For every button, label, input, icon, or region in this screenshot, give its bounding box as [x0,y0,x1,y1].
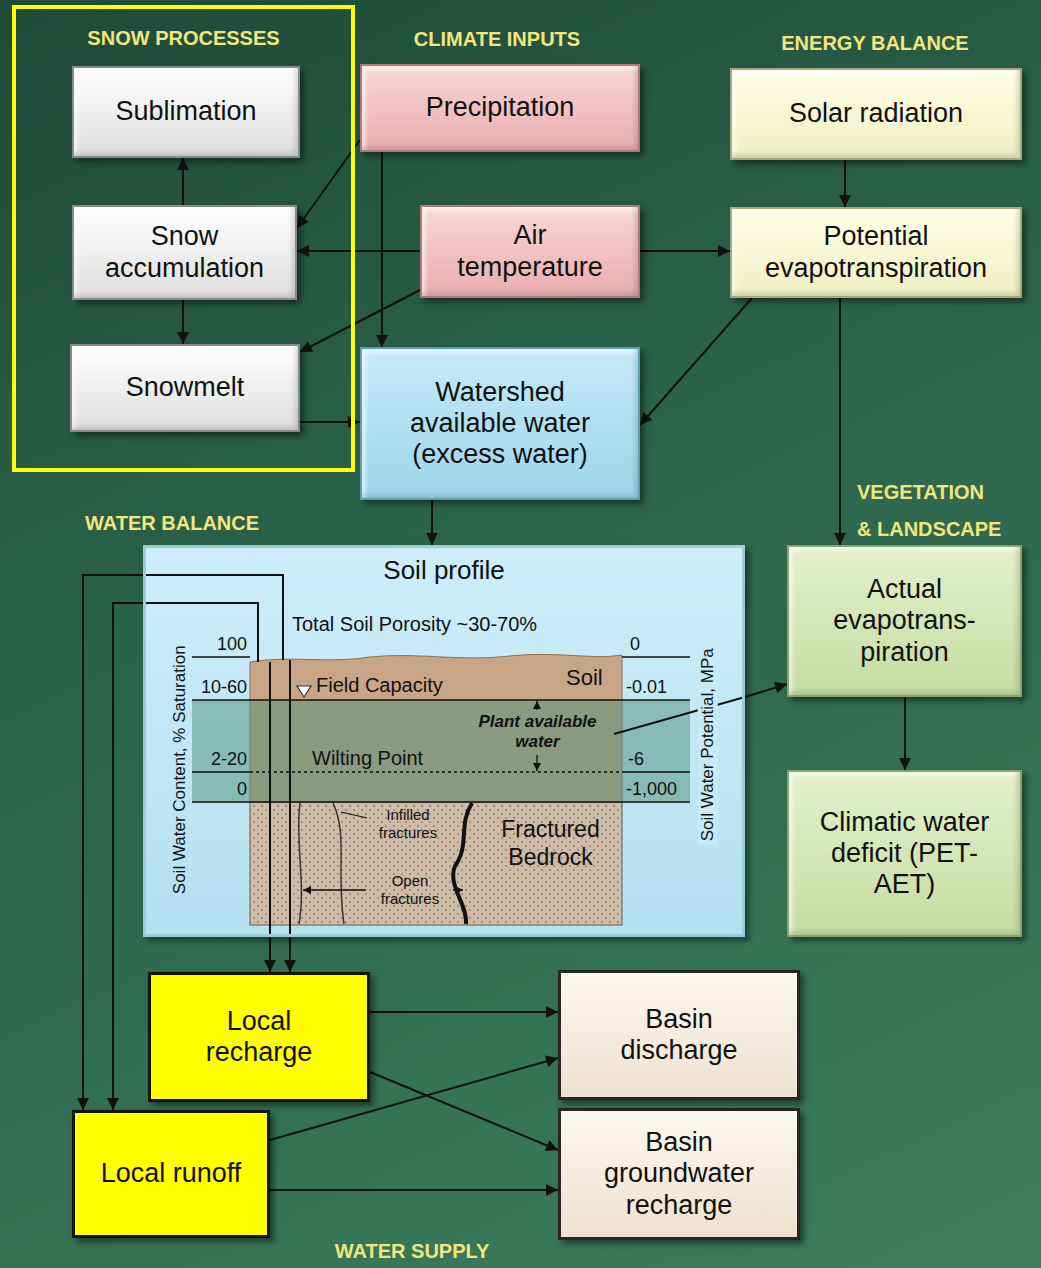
axis-value: 2-20 [190,749,247,770]
leader-line [341,812,367,818]
box-label: Local recharge [179,1006,339,1068]
connector-arrow [839,298,841,545]
box-label: Air temperature [445,220,615,282]
axis-ticks [192,657,690,802]
water-table-symbol [297,686,311,697]
energy-box: Potential evapotranspiration [730,207,1022,298]
connector-arrow [640,250,730,252]
supply-box: Local recharge [148,972,370,1102]
annotation: Fractured Bedrock [488,815,613,871]
annotation: Infilled fractures [368,806,448,842]
annotation: Total Soil Porosity ~30-70% [292,613,612,636]
energy-box: Solar radiation [730,68,1022,160]
axis-title: Soil Water Content, % Saturation [169,645,189,894]
supply-box: Local runoff [72,1110,270,1238]
annotation: Field Capacity [316,674,516,697]
connector-arrow [269,937,271,972]
connector-arrow [381,152,383,347]
box-label: Snowmelt [126,372,245,403]
soil-profile-panel: Soil profile [143,545,745,937]
process-box: Snowmelt [70,344,300,432]
recharge-path [270,660,290,937]
connector-arrow [289,937,291,972]
axis-value: 100 [190,634,247,655]
connector-arrow [745,684,787,697]
connector-arrow [83,575,143,1110]
fracture-line [333,803,344,924]
annotation: Plant available water [465,712,610,752]
box-label: Potential evapotranspiration [741,221,1011,283]
box-label: Solar radiation [789,98,963,129]
connector-arrow [113,603,143,1110]
open-fracture [453,803,472,924]
axis-value: -0.01 [626,677,690,698]
water-box: Watershed available water (excess water) [360,347,640,500]
plant-water-band [192,700,690,802]
box-label: Sublimation [115,96,256,127]
basin-box: Basin discharge [558,970,800,1100]
box-label: Actual evapotrans- piration [805,574,1005,667]
section-heading: ENERGY BALANCE [765,32,985,55]
connector-arrow [300,421,360,423]
range-arrow [536,755,537,771]
annotation: Soil [566,665,616,690]
connector-arrow [182,300,184,344]
group-heading: Soil profile [383,556,504,586]
connector-arrow [297,250,420,252]
connector-arrow [370,1011,558,1013]
group-frame: SNOW PROCESSES SublimationSnow accumulati… [12,5,355,472]
axis-value: -6 [628,749,688,770]
box-label: Basin discharge [594,1004,764,1066]
soil-panel-fill [143,545,745,937]
range-arrow [536,701,537,710]
box-label: Snow accumulation [82,221,287,283]
box-label: Watershed available water (excess water) [385,377,615,470]
connector-arrow [640,298,752,425]
leader-line [614,697,745,734]
wilting-point-line [250,771,622,773]
box-label: Local runoff [101,1158,242,1189]
basin-box: Basin groundwater recharge [558,1108,800,1240]
box-label: Climatic water deficit (PET-AET) [820,807,990,900]
connector-arrow [844,160,846,207]
vegetation-box: Climatic water deficit (PET-AET) [787,770,1022,937]
vegetation-box: Actual evapotrans- piration [787,545,1022,697]
width-arrow [303,889,366,891]
runoff-path [143,575,283,662]
connector-arrow [270,1189,558,1191]
annotation: Open fractures [370,872,450,908]
section-heading: VEGETATION & LANDSCAPE [857,474,1004,548]
connector-arrow [904,697,906,770]
group-heading: SNOW PROCESSES [87,27,279,50]
connector-arrow [431,500,433,545]
bedrock-layer [250,802,622,925]
connector-arrow [297,140,360,228]
section-heading: WATER BALANCE [85,512,315,535]
width-arrow [453,889,463,891]
process-box: Sublimation [72,66,300,158]
axis-value: 10-60 [190,677,247,698]
input-box: Precipitation [360,64,640,152]
connector-arrow [370,1072,558,1150]
process-box: Snow accumulation [72,205,297,300]
section-heading: WATER SUPPLY [302,1240,522,1263]
fracture-line [299,803,302,924]
box-label: Basin groundwater recharge [579,1127,779,1220]
connector-arrow [300,290,420,352]
axis-value: 0 [190,779,247,800]
annotation: Wilting Point [312,747,512,770]
section-heading: CLIMATE INPUTS [387,28,607,51]
connector-arrow [182,158,184,205]
input-box: Air temperature [420,205,640,298]
axis-value: 0 [630,634,690,655]
axis-value: -1,000 [626,779,690,800]
box-label: Precipitation [426,92,575,123]
axis-title: Soil Water Potential, MPa [697,645,717,844]
